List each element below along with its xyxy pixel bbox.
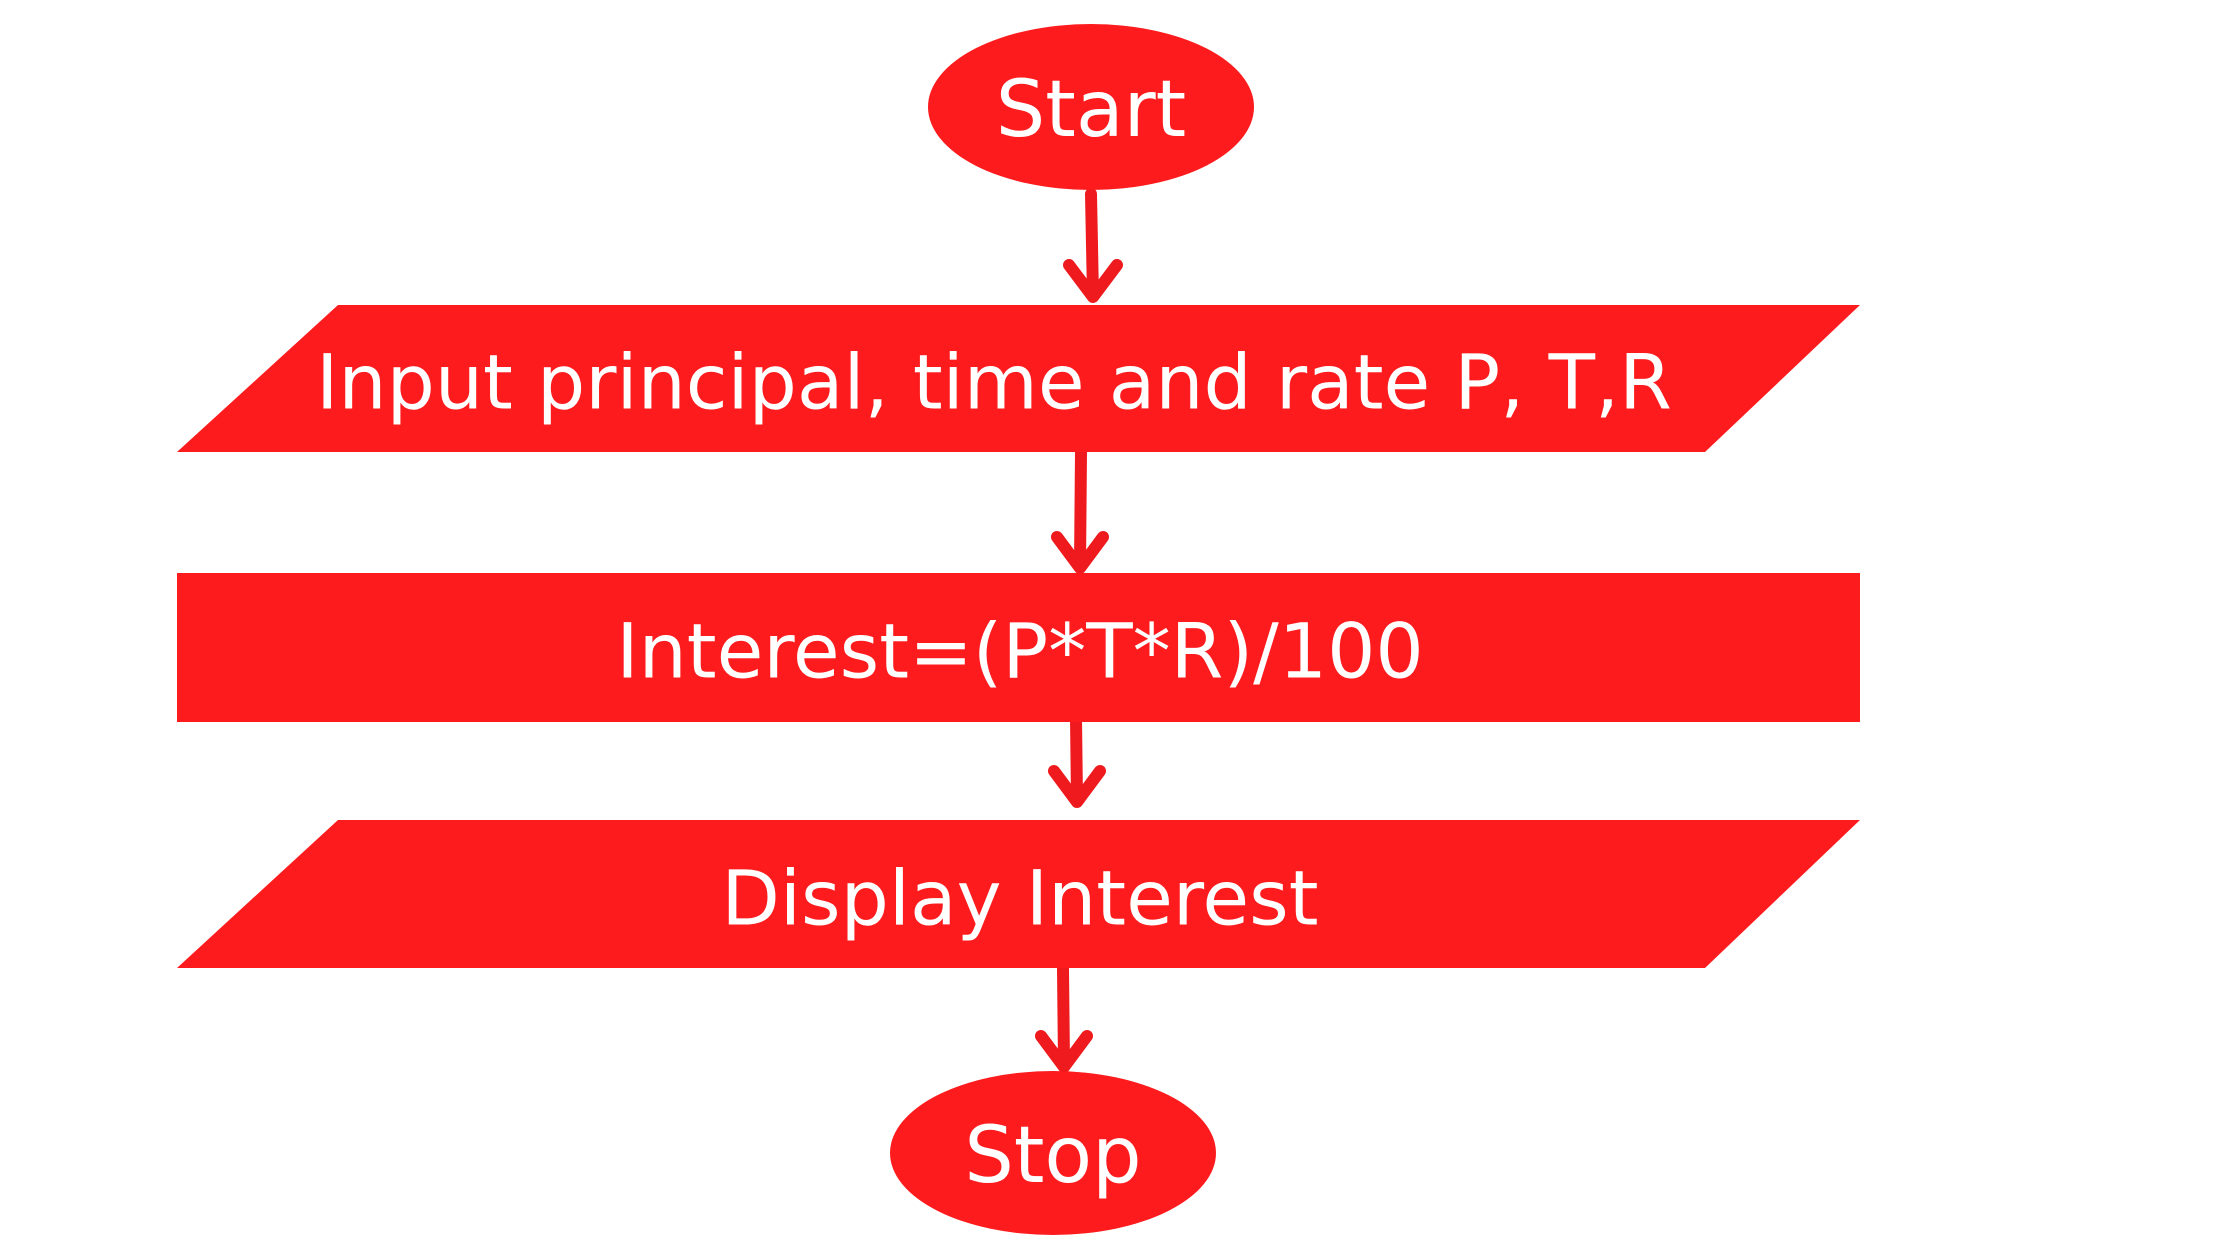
start-terminal: Start bbox=[928, 24, 1254, 190]
output-step: Display Interest bbox=[177, 820, 1860, 968]
start-label: Start bbox=[996, 65, 1187, 155]
arrowhead-icon bbox=[1035, 1030, 1093, 1073]
terminal-shape bbox=[890, 1071, 1216, 1235]
process-step: Interest=(P*T*R)/100 bbox=[177, 573, 1860, 722]
connector-line bbox=[1074, 446, 1087, 572]
process-label: Interest=(P*T*R)/100 bbox=[616, 607, 1424, 696]
output-label: Display Interest bbox=[721, 854, 1318, 943]
connector-input-to-process bbox=[1051, 446, 1109, 574]
connector-line bbox=[1057, 962, 1070, 1070]
connector-start-to-input bbox=[1063, 188, 1123, 303]
arrowhead-icon bbox=[1063, 259, 1123, 303]
arrowhead-icon bbox=[1051, 531, 1109, 574]
input-step: Input principal, time and rate P, T,R bbox=[177, 305, 1860, 452]
stop-terminal: Stop bbox=[890, 1071, 1216, 1235]
input-output-shape bbox=[177, 820, 1860, 968]
connector-line bbox=[1070, 712, 1083, 806]
terminal-shape bbox=[928, 24, 1254, 190]
connector-output-to-stop bbox=[1035, 962, 1093, 1073]
process-shape bbox=[177, 573, 1860, 722]
arrowhead-icon bbox=[1048, 765, 1106, 808]
connector-process-to-output bbox=[1048, 712, 1106, 808]
stop-label: Stop bbox=[964, 1111, 1141, 1201]
connector-line bbox=[1085, 188, 1099, 302]
input-label: Input principal, time and rate P, T,R bbox=[316, 338, 1672, 427]
input-output-shape bbox=[177, 305, 1860, 452]
